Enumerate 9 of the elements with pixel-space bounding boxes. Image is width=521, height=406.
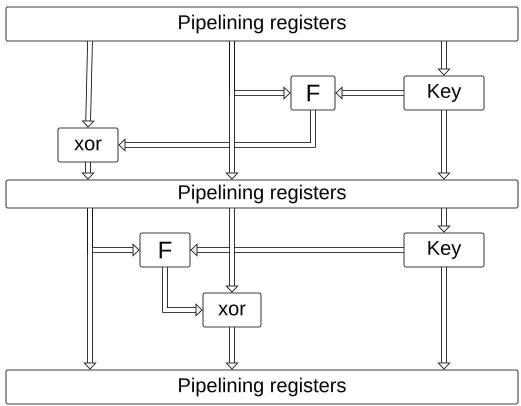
xor-box: xor — [58, 128, 118, 162]
register-bar: Pipelining registers — [6, 370, 518, 404]
register-bar: Pipelining registers — [6, 180, 518, 208]
register-bar: Pipelining registers — [6, 6, 518, 42]
function-box: F — [140, 232, 190, 268]
key-box: Key — [404, 232, 484, 268]
xor-box: xor — [202, 292, 262, 328]
key-box: Key — [404, 76, 484, 110]
function-box: F — [290, 76, 336, 110]
